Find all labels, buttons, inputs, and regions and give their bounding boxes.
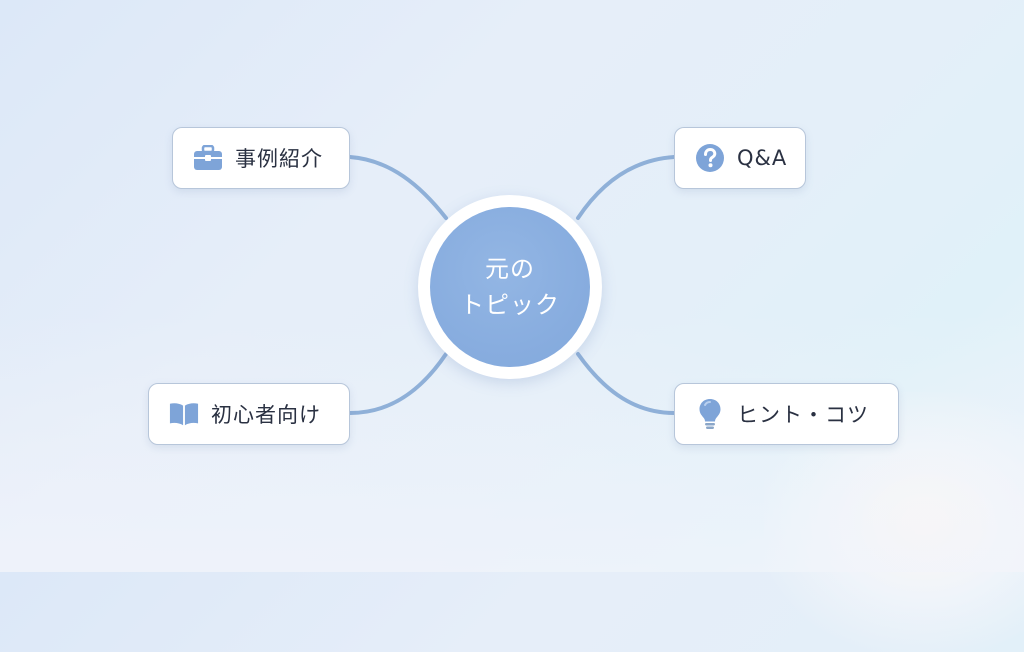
branch-label: 事例紹介	[235, 147, 323, 171]
open-book-icon	[169, 399, 199, 429]
connector-bottom-right	[576, 352, 676, 415]
central-topic-line-1: 元の	[485, 255, 535, 283]
central-topic-node[interactable]: 元の トピック	[418, 195, 602, 379]
branch-label: Q&A	[737, 146, 788, 170]
central-topic-line-2: トピック	[460, 291, 560, 319]
branch-label: 初心者向け	[211, 403, 321, 427]
connector-top-left	[348, 155, 448, 220]
branch-node-qa[interactable]: Q&A	[674, 127, 806, 189]
lightbulb-icon	[695, 399, 725, 429]
connector-top-right	[576, 155, 676, 220]
branch-node-tips[interactable]: ヒント・コツ	[674, 383, 899, 445]
briefcase-icon	[193, 143, 223, 173]
central-topic-circle: 元の トピック	[430, 207, 590, 367]
connector-lines	[348, 155, 676, 415]
branch-label: ヒント・コツ	[737, 403, 869, 427]
branch-node-beginners[interactable]: 初心者向け	[148, 383, 350, 445]
connector-bottom-left	[348, 352, 448, 415]
branch-node-case-studies[interactable]: 事例紹介	[172, 127, 350, 189]
question-circle-icon	[695, 143, 725, 173]
